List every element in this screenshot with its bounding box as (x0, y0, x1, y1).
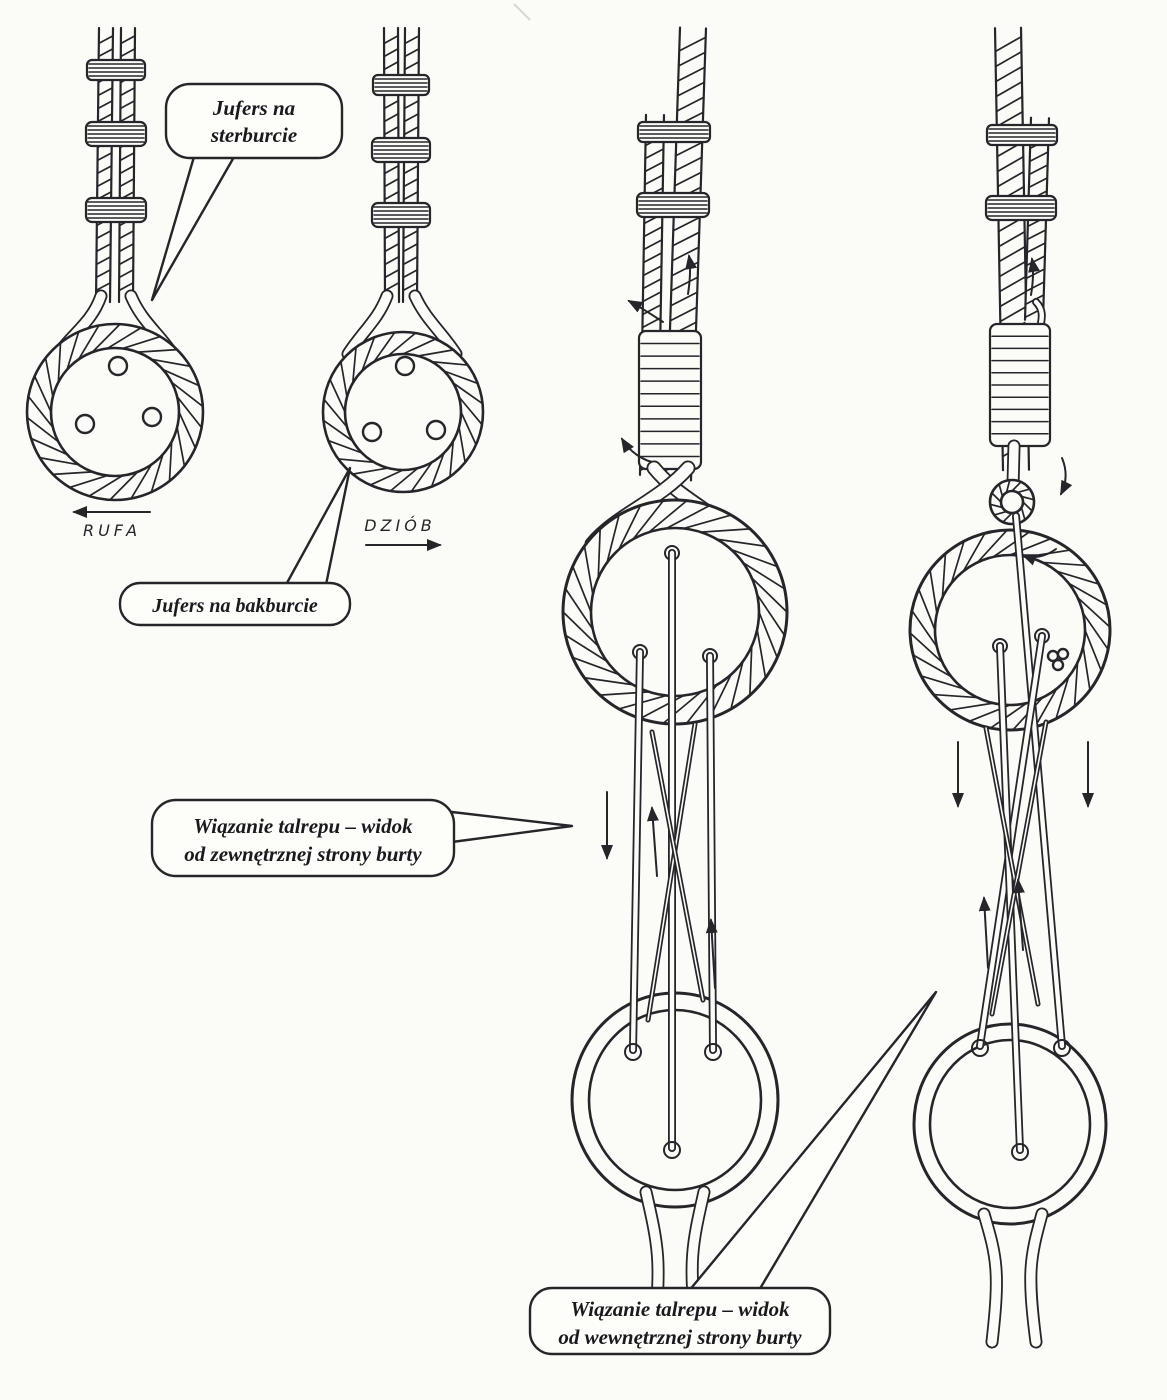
lanyard-hole (663, 1141, 681, 1159)
callout-bubble (118, 581, 352, 627)
callout-text: od wewnętrznej strony burty (558, 1325, 802, 1349)
port-deadeye-figure: DZIÓB (321, 21, 485, 551)
stern-label: RUFA (83, 521, 141, 540)
seizing-band (635, 191, 711, 219)
seizing-band (371, 73, 431, 97)
lower-deadeye-face (928, 1038, 1092, 1210)
shroud-rope-strand (401, 21, 421, 309)
shroud-rope-strand (382, 21, 401, 309)
rope-strop-strands (562, 499, 788, 725)
seizing-band (84, 120, 148, 148)
rope-eye-strands (989, 479, 1035, 525)
callout-bubble (164, 82, 344, 160)
callout-pointer (150, 148, 240, 302)
detail-mark (1051, 658, 1065, 672)
lanyard-hole (141, 406, 163, 428)
lanyard-hole (425, 419, 447, 441)
rope-eye-inner (999, 489, 1025, 515)
lanyard-hole (704, 1043, 722, 1061)
direction-arrow (646, 806, 659, 877)
seizing-band (636, 120, 712, 144)
direction-arrow (1028, 257, 1041, 296)
lanyard-hole (394, 355, 416, 377)
callout-bubble (150, 798, 456, 878)
lashing-turns (637, 329, 703, 471)
lanyard-hole (1053, 1039, 1071, 1057)
seizing-band (370, 201, 432, 229)
callout-pointer (450, 810, 574, 844)
rope-strop-strands (26, 323, 204, 501)
lashing-turns (988, 322, 1052, 448)
seizing-band (370, 136, 432, 164)
callout-lanyard-outer: Wiązanie talrepu – widok od zewnętrznej … (150, 798, 574, 878)
callout-port: Jufers na bakburcie (118, 466, 352, 627)
direction-arrow (978, 896, 991, 969)
bow-label: DZIÓB (364, 516, 436, 535)
lanyard-hole (361, 421, 383, 443)
direction-arrow (1021, 548, 1057, 566)
callout-text: Jufers na bakburcie (151, 595, 318, 617)
lanyard-hole (1011, 1143, 1029, 1161)
callout-starboard: Jufers na sterburcie (150, 82, 344, 302)
direction-arrow (1012, 878, 1025, 951)
callout-text: Wiązanie talrepu – widok (570, 1297, 790, 1321)
callout-text: Jufers na (212, 96, 295, 120)
scan-crease (513, 3, 531, 21)
seizing-band (84, 196, 148, 224)
lanyard-inner-figure (908, 15, 1112, 1349)
direction-arrow (627, 300, 664, 323)
deadeye-face (933, 553, 1087, 707)
starboard-deadeye-figure: RUFA (25, 21, 205, 540)
seizing-band (984, 194, 1058, 222)
detail-mark (1056, 647, 1070, 661)
direction-arrow (705, 918, 718, 989)
lanyard-hole (624, 1043, 642, 1061)
callout-text: Wiązanie talrepu – widok (193, 814, 413, 838)
callout-text: od zewnętrznej strony burty (184, 842, 422, 866)
lanyard-hole (74, 413, 96, 435)
callout-bubble (528, 1286, 832, 1356)
direction-arrow (1060, 457, 1073, 496)
callout-text: sterburcie (210, 123, 297, 147)
lanyard-hole (107, 355, 129, 377)
callout-lanyard-inner: Wiązanie talrepu – widok od wewnętrznej … (528, 990, 938, 1356)
seizing-band (985, 123, 1059, 147)
lanyard-outer-figure (561, 15, 789, 1341)
seizing-band (85, 58, 147, 82)
rope-strop-strands (322, 331, 484, 493)
direction-arrow (685, 254, 698, 295)
lanyard-hole (971, 1039, 989, 1057)
